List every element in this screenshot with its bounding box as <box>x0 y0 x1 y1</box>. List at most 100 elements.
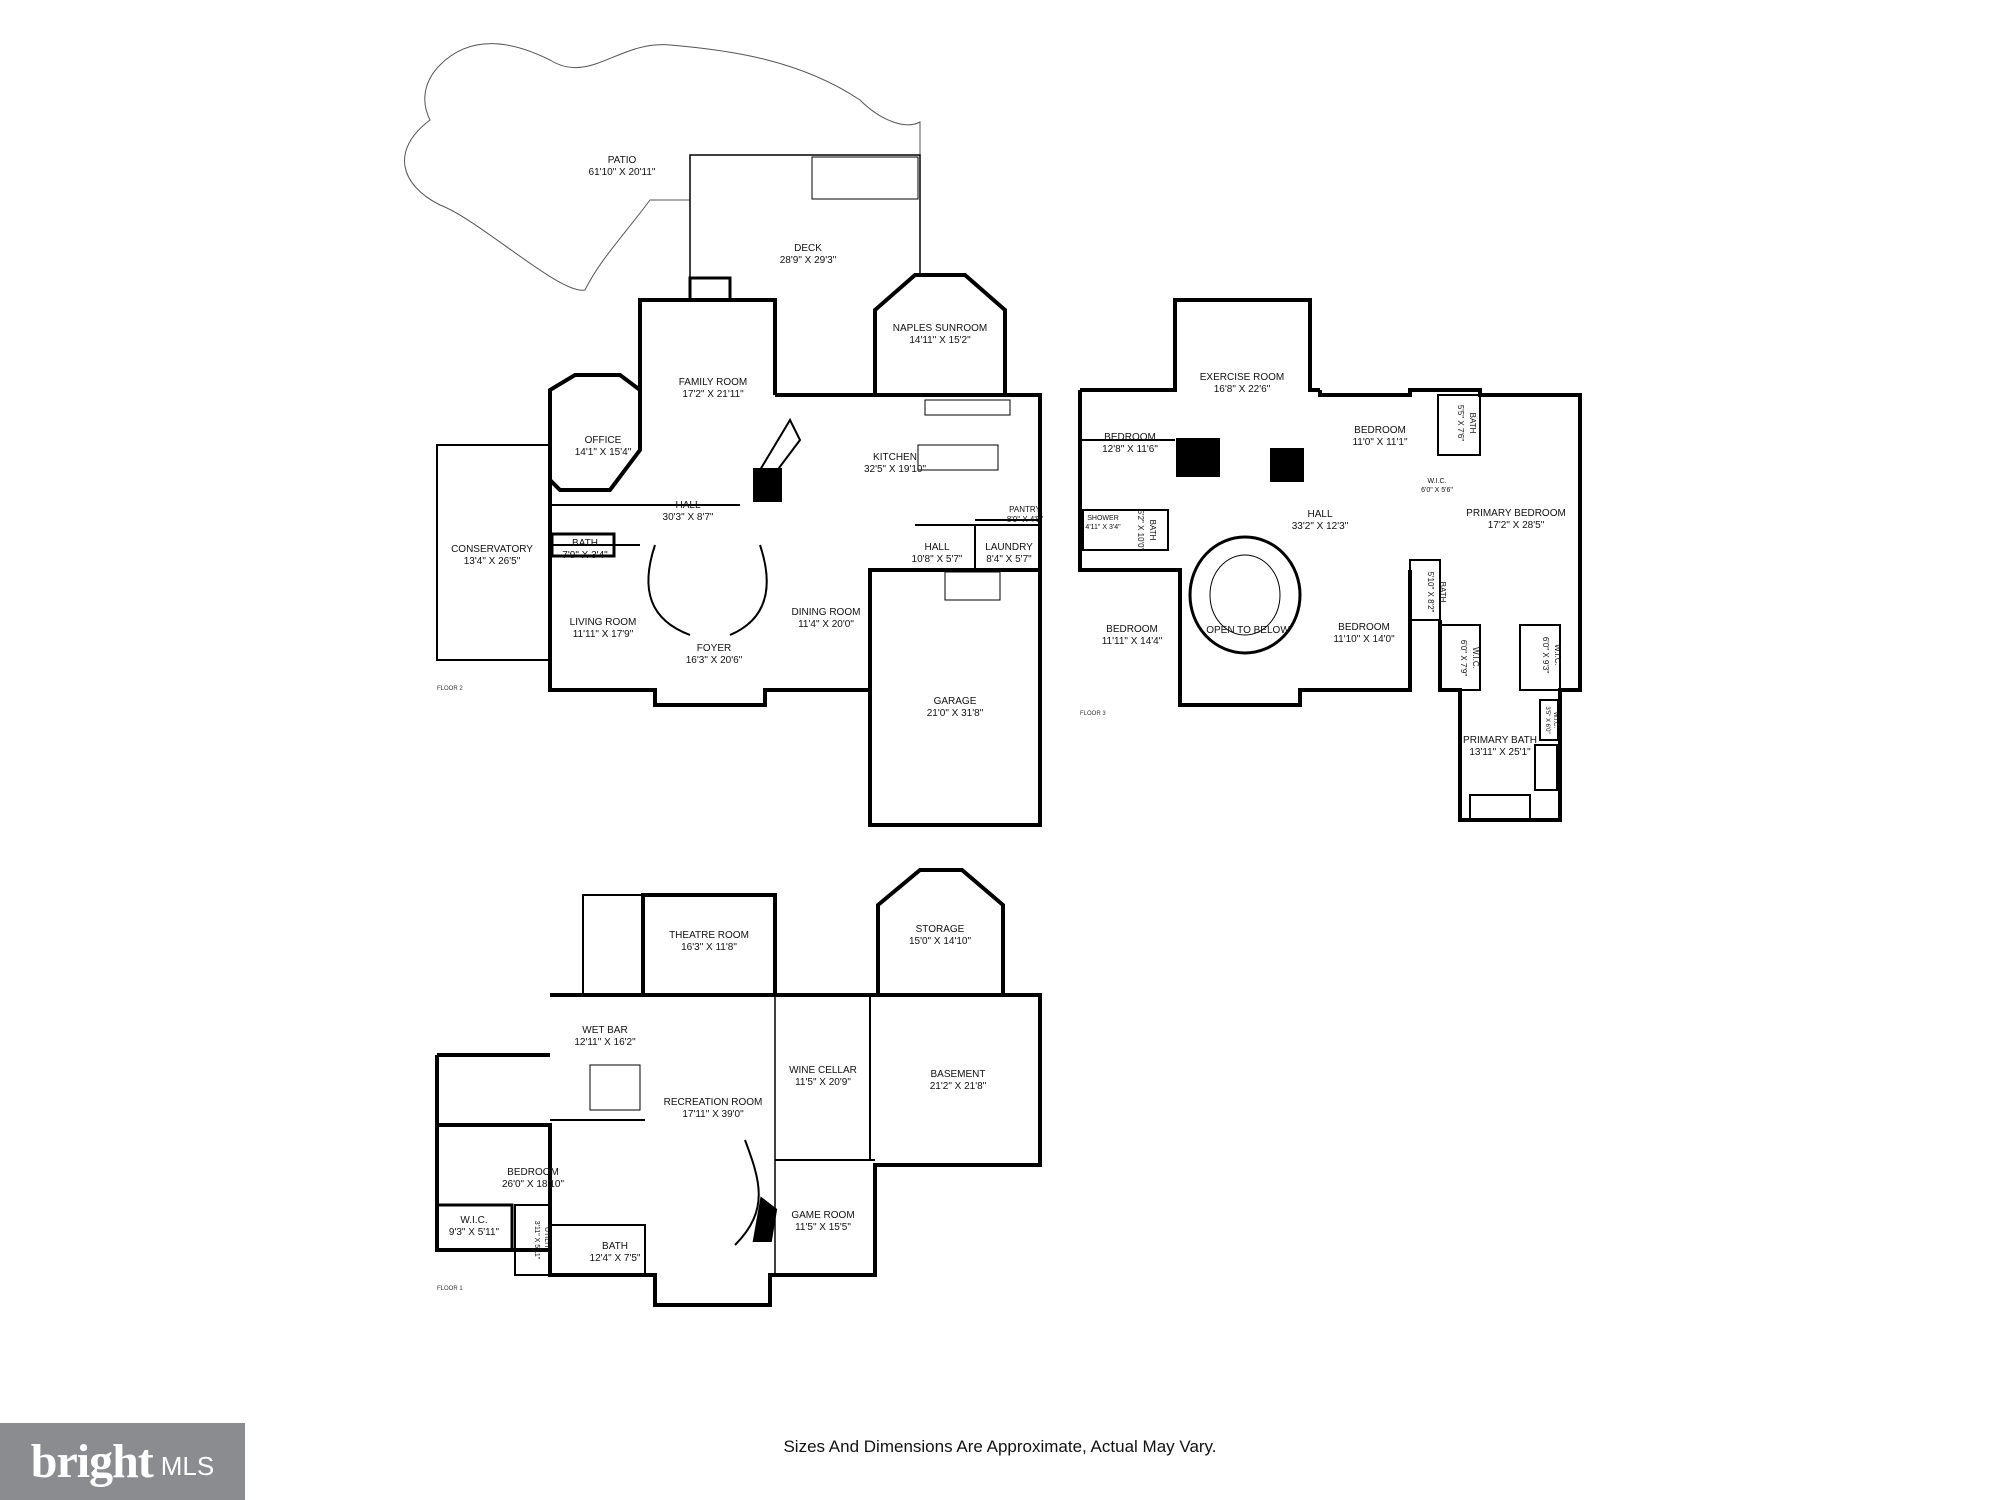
room-name: SHOWER <box>1087 515 1119 522</box>
room-shower: SHOWER 4'11" X 3'4" <box>1085 515 1121 531</box>
room-name: W.I.C. <box>1471 647 1480 669</box>
room-name: W.I.C. <box>1552 712 1558 729</box>
room-dim: 4'11" X 3'4" <box>1085 524 1121 531</box>
floor-3-walls <box>1078 298 1582 822</box>
room-dim: 8'4" X 5'7" <box>986 554 1032 565</box>
room-name: HALL <box>924 542 949 553</box>
room-dim: 17'11" X 39'0" <box>682 1109 744 1120</box>
room-name: BATH <box>1148 520 1157 541</box>
room-wic-1: W.I.C.6'0" X 5'6" <box>1421 478 1453 494</box>
room-name: NAPLES SUNROOM <box>893 323 987 334</box>
room-dim: 33'2" X 12'3" <box>1292 521 1349 532</box>
room-dim: 3'5" X 6'0" <box>1544 706 1550 733</box>
room-name: OFFICE <box>585 435 622 446</box>
room-dim: 3'11" X 5'11" <box>533 1221 540 1260</box>
room-dim: 5'5" X 7'6" <box>1456 405 1465 441</box>
room-dim: 30'3" X 8'7" <box>663 512 714 523</box>
room-name: FOYER <box>697 643 731 654</box>
room-name: BATH <box>1468 413 1477 434</box>
floor-1-walls <box>435 868 1042 1307</box>
logo-word: bright <box>30 1435 154 1488</box>
room-name: HALL <box>1307 509 1332 520</box>
room-dim: 13'11" X 25'1" <box>1469 747 1531 758</box>
bright-mls-logo: bright MLS <box>0 1423 245 1500</box>
room-name: PANTRY <box>1009 505 1041 514</box>
room-name: STORAGE <box>916 924 965 935</box>
room-wic-4: W.I.C.3'5" X 6'0" <box>1544 706 1558 733</box>
room-name: KITCHEN <box>873 452 917 463</box>
room-dim: 9'3" X 5'11" <box>449 1227 500 1238</box>
room-dim: 10'8" X 5'7" <box>912 554 963 565</box>
room-dim: 16'3" X 11'8" <box>681 942 737 953</box>
room-dim: 11'0" X 11'1" <box>1352 437 1407 448</box>
room-name: UTILITY <box>543 1227 550 1253</box>
room-dim: 15'0" X 14'10" <box>909 936 972 947</box>
room-dim: 12'11" X 16'2" <box>574 1037 636 1048</box>
room-name: BEDROOM <box>1104 432 1156 443</box>
disclaimer-text: Sizes And Dimensions Are Approximate, Ac… <box>783 1437 1217 1456</box>
room-name: WINE CELLAR <box>789 1065 857 1076</box>
room-dim: 5'10" X 8'2" <box>1426 572 1435 613</box>
room-dim: 21'2" X 21'8" <box>930 1081 987 1092</box>
room-name: BATH <box>602 1241 628 1252</box>
room-dim: 11'10" X 14'0" <box>1333 634 1395 645</box>
floor-2-walls <box>404 43 1042 827</box>
room-dim: 13'4" X 26'5" <box>464 556 521 567</box>
room-name: LIVING ROOM <box>570 617 637 628</box>
room-name: BEDROOM <box>1338 622 1390 633</box>
room-dim: 11'5" X 15'5" <box>795 1222 851 1233</box>
room-name: PATIO <box>608 155 637 166</box>
room-dim: 14'1" X 15'4" <box>575 447 632 458</box>
room-dim: 16'8" X 22'6" <box>1214 384 1271 395</box>
room-name: BEDROOM <box>1106 624 1158 635</box>
room-dim: 12'8" X 11'6" <box>1102 444 1158 455</box>
room-dim: 14'11" X 15'2" <box>909 335 971 346</box>
room-name: GARAGE <box>934 696 977 707</box>
room-dim: 5'2" X 10'0" <box>1136 510 1145 551</box>
room-dim: 32'5" X 19'10" <box>864 464 927 475</box>
room-open-to-below: OPEN TO BELOW <box>1206 625 1290 636</box>
logo-suffix: MLS <box>160 1451 215 1481</box>
room-name: WET BAR <box>582 1025 627 1036</box>
room-dim: 11'5" X 20'9" <box>795 1077 851 1088</box>
floor-labels: FLOOR 2 FLOOR 3 FLOOR 1 <box>437 686 1106 1292</box>
room-name: BASEMENT <box>930 1069 985 1080</box>
room-name: DECK <box>794 243 822 254</box>
room-name: RECREATION ROOM <box>664 1097 763 1108</box>
room-dim: 8'9" X 4'5" <box>1007 515 1043 524</box>
room-dim: 11'11" X 17'9" <box>573 629 634 640</box>
room-dim: 16'3" X 20'6" <box>686 655 743 666</box>
room-wic-3: W.I.C.6'0" X 9'3" <box>1541 637 1562 673</box>
room-name: CONSERVATORY <box>451 544 533 555</box>
room-wic-lower: W.I.C.9'3" X 5'11" <box>449 1215 500 1238</box>
room-dim: 6'0" X 5'6" <box>1421 487 1453 494</box>
room-dim: 28'9" X 29'3" <box>780 255 837 266</box>
room-dim: 6'0" X 7'9" <box>1459 640 1468 676</box>
room-dim: 11'11" X 14'4" <box>1102 636 1163 647</box>
